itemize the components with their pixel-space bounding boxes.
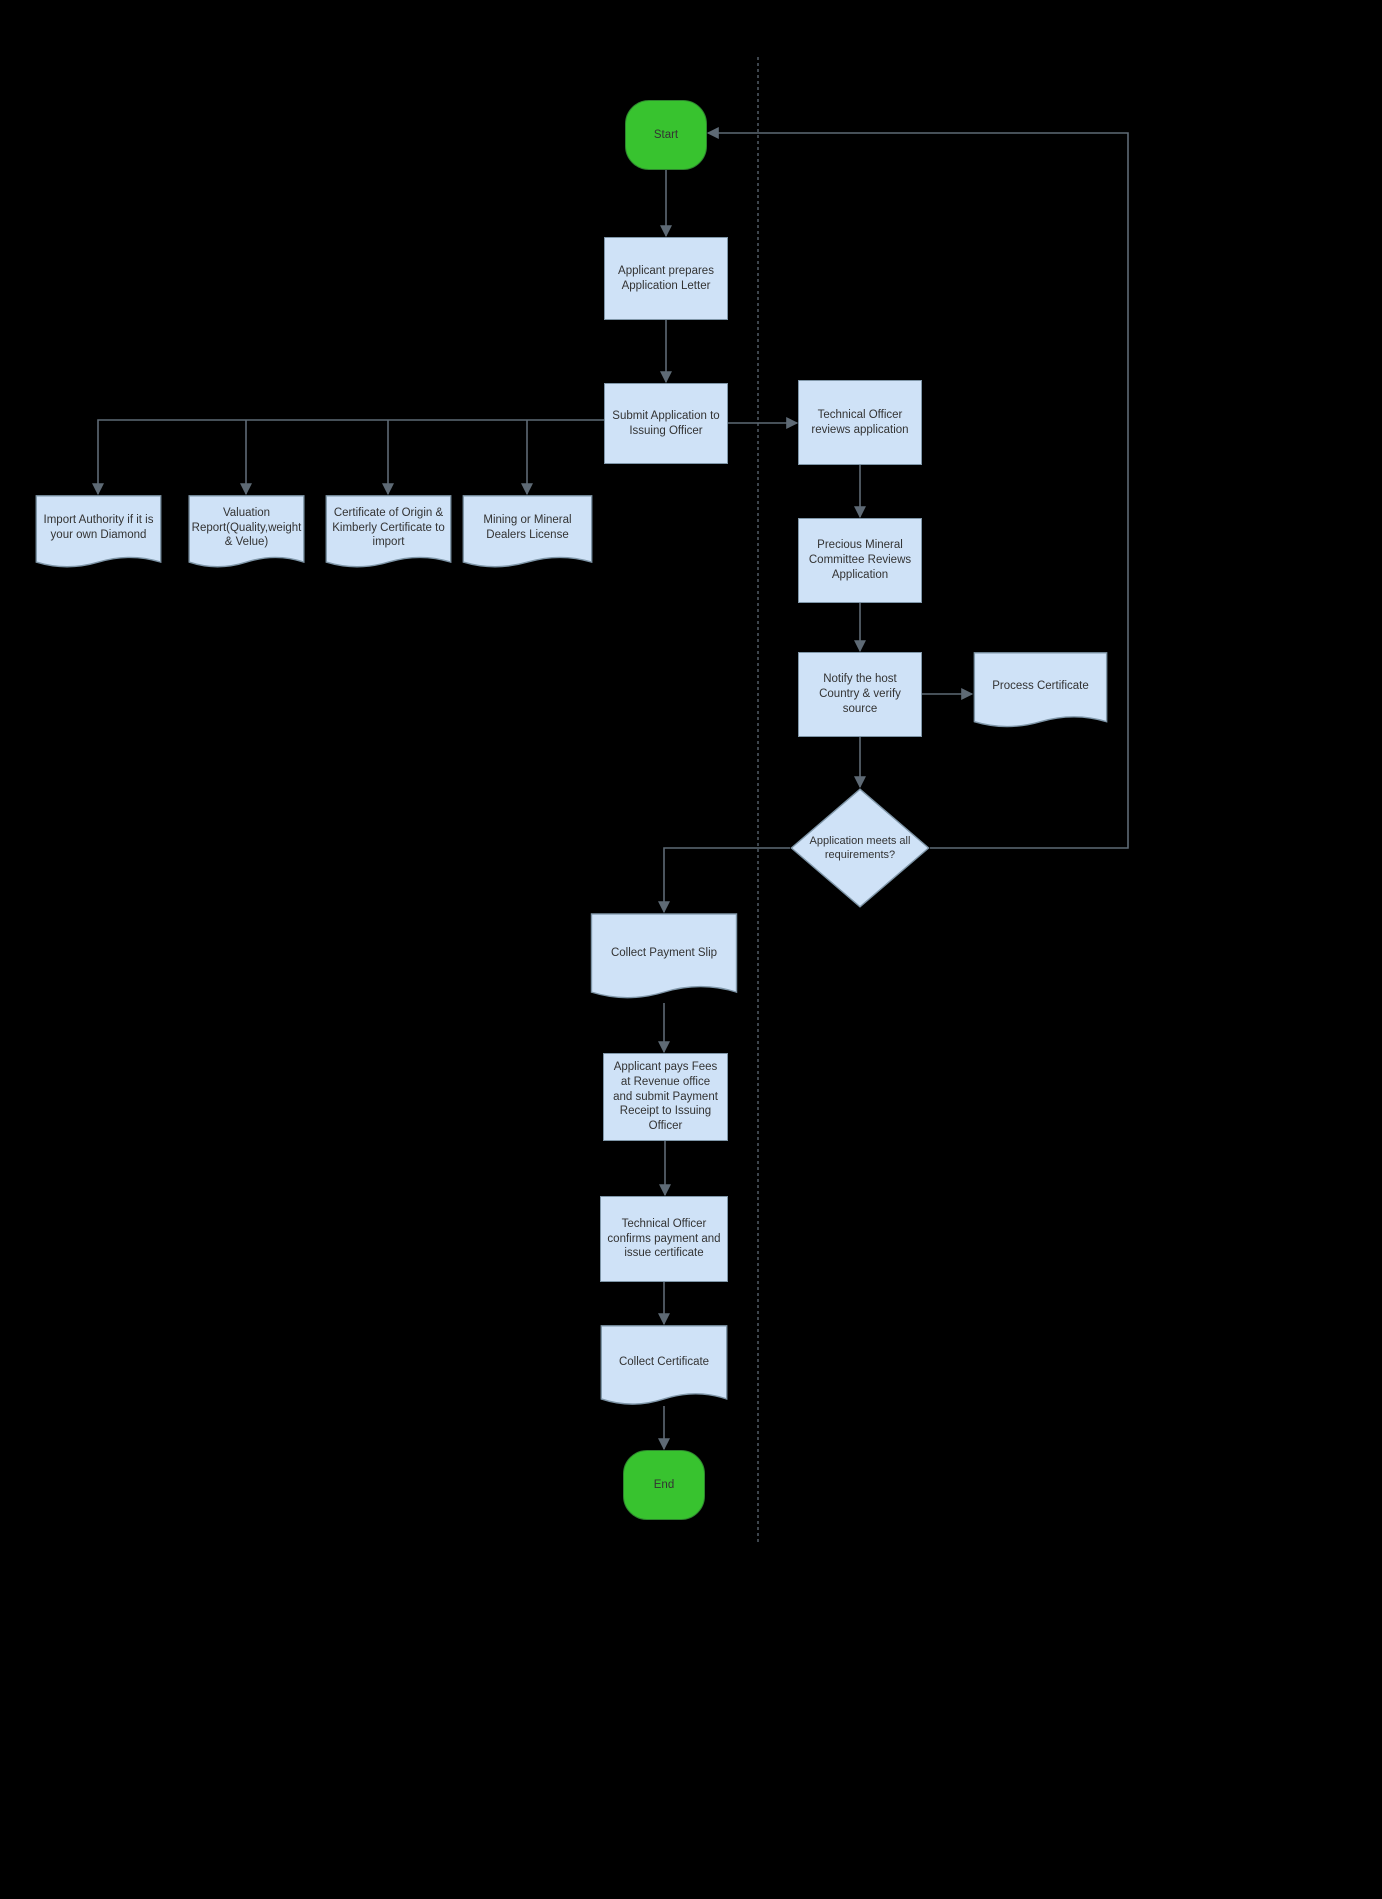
node-label: Notify the host Country & verify source bbox=[819, 673, 901, 715]
node-label: Certificate of Origin & Kimberly Certifi… bbox=[332, 506, 445, 549]
node-label: Collect Certificate bbox=[618, 1355, 710, 1368]
document-origin-certificate[interactable]: Certificate of Origin & Kimberly Certifi… bbox=[325, 495, 452, 573]
end-node[interactable]: End bbox=[623, 1450, 705, 1520]
document-shape-icon bbox=[973, 652, 1108, 733]
diamond-shape-icon bbox=[790, 788, 930, 908]
document-shape-icon bbox=[35, 495, 162, 573]
arrow-submit-to-import-authority-doc bbox=[92, 419, 604, 496]
node-label: Submit Application to Issuing Officer bbox=[612, 409, 720, 437]
process-prepare-application-letter[interactable]: Applicant prepares Application Letter bbox=[604, 237, 728, 320]
start-node[interactable]: Start bbox=[625, 100, 707, 170]
node-label: Collect Payment Slip bbox=[610, 946, 718, 959]
process-notify-host-country[interactable]: Notify the host Country & verify source bbox=[798, 652, 922, 737]
node-label: Precious Mineral Committee Reviews Appli… bbox=[808, 539, 912, 581]
document-dealers-license[interactable]: Mining or Mineral Dealers License bbox=[462, 495, 593, 573]
document-shape-icon bbox=[325, 495, 452, 573]
process-committee-review[interactable]: Precious Mineral Committee Reviews Appli… bbox=[798, 518, 922, 603]
document-collect-payment-slip[interactable]: Collect Payment Slip bbox=[590, 913, 738, 1005]
node-label: Application meets all requirements? bbox=[809, 834, 911, 861]
document-shape-icon bbox=[590, 913, 738, 1005]
arrow-decision-loop-to-start bbox=[706, 127, 1129, 849]
node-label: Valuation Report(Quality,weight & Velue) bbox=[191, 506, 302, 549]
decision-application-requirements[interactable]: Application meets all requirements? bbox=[790, 788, 930, 908]
arrow-decision-to-payment-slip bbox=[658, 847, 790, 914]
process-pay-fees[interactable]: Applicant pays Fees at Revenue office an… bbox=[603, 1053, 728, 1141]
document-collect-certificate[interactable]: Collect Certificate bbox=[600, 1325, 728, 1411]
document-valuation-report[interactable]: Valuation Report(Quality,weight & Velue) bbox=[188, 495, 305, 573]
document-shape-icon bbox=[188, 495, 305, 573]
node-label: Technical Officer reviews application bbox=[811, 408, 909, 436]
process-submit-application[interactable]: Submit Application to Issuing Officer bbox=[604, 383, 728, 464]
end-label: End bbox=[653, 1478, 675, 1491]
node-label: Process Certificate bbox=[992, 680, 1089, 693]
document-shape-icon bbox=[462, 495, 593, 573]
process-confirm-payment[interactable]: Technical Officer confirms payment and i… bbox=[600, 1196, 728, 1282]
node-label: Applicant pays Fees at Revenue office an… bbox=[613, 1060, 718, 1133]
document-process-certificate[interactable]: Process Certificate bbox=[973, 652, 1108, 733]
start-label: Start bbox=[653, 128, 679, 141]
process-technical-officer-review[interactable]: Technical Officer reviews application bbox=[798, 380, 922, 465]
document-shape-icon bbox=[600, 1325, 728, 1411]
node-label: Mining or Mineral Dealers License bbox=[483, 514, 572, 541]
document-import-authority[interactable]: Import Authority if it is your own Diamo… bbox=[35, 495, 162, 573]
node-label: Import Authority if it is your own Diamo… bbox=[43, 514, 154, 541]
node-label: Technical Officer confirms payment and i… bbox=[607, 1217, 721, 1260]
node-label: Applicant prepares Application Letter bbox=[618, 264, 714, 292]
